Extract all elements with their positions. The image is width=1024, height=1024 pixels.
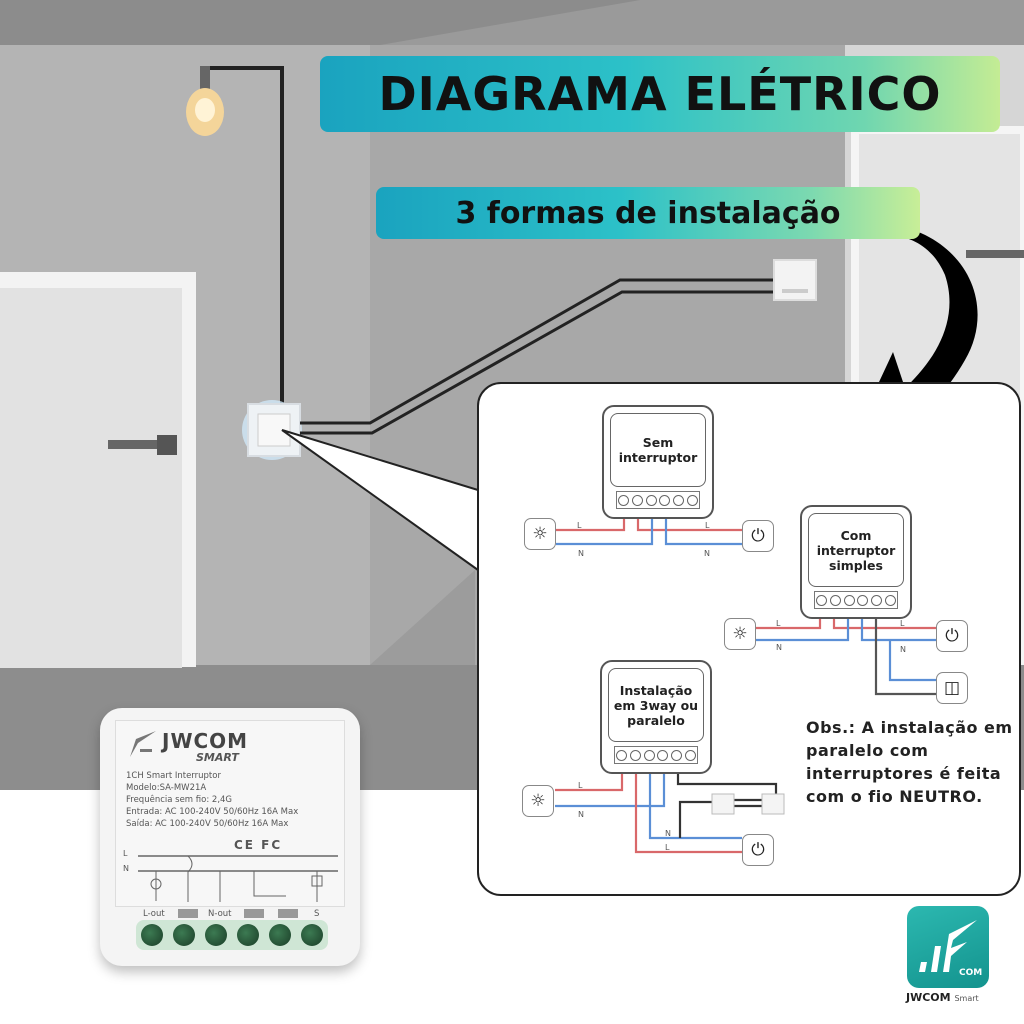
device-spec: Frequência sem fio: 2,4G — [126, 795, 233, 805]
ceiling-right — [380, 0, 1024, 45]
page-title: DIAGRAMA ELÉTRICO — [378, 67, 942, 121]
terminal-screw — [301, 924, 323, 946]
line-label: L — [123, 849, 128, 858]
switch-wire-1 — [300, 278, 775, 425]
logo-brand-sub: Smart — [954, 994, 979, 1003]
module-terminals — [616, 491, 700, 509]
light-bulb-icon — [186, 66, 224, 136]
power-plug-icon: ⏻ — [936, 620, 968, 652]
lamp-wire — [207, 66, 284, 410]
terminal-screw — [173, 924, 195, 946]
switch-wire-2 — [300, 290, 775, 435]
terminal-label: N-out — [208, 909, 232, 919]
logo-mark-icon — [919, 920, 977, 972]
module-title: Com interruptor simples — [808, 513, 904, 587]
logo-mark-text: COM — [959, 968, 983, 978]
device-spec: Saída: AC 100-240V 50/60Hz 16A Max — [126, 819, 289, 829]
module-com-interruptor: Com interruptor simples — [800, 505, 912, 619]
logo-brand: JWCOM — [906, 991, 951, 1004]
terminal-screw — [269, 924, 291, 946]
module-terminals — [614, 746, 698, 764]
left-door-handle-base — [157, 435, 177, 455]
device-spec: Entrada: AC 100-240V 50/60Hz 16A Max — [126, 807, 299, 817]
module-sem-interruptor: Sem interruptor — [602, 405, 714, 519]
brand-logo-icon — [130, 731, 156, 757]
installation-note: Obs.: A instalação em paralelo com inter… — [806, 718, 1013, 806]
subtitle-banner: 3 formas de instalação — [376, 187, 920, 239]
title-banner: DIAGRAMA ELÉTRICO — [320, 56, 1000, 132]
terminal-block — [136, 920, 328, 950]
device-brand-sub: SMART — [196, 751, 239, 764]
terminal-label: S — [314, 909, 320, 919]
power-plug-icon: ⏻ — [742, 520, 774, 552]
left-door — [0, 288, 182, 668]
logo-wordmark: JWCOM Smart — [906, 991, 979, 1004]
line-label: N — [123, 864, 129, 873]
lamp-icon: ☼ — [524, 518, 556, 550]
module-title: Instalação em 3way ou paralelo — [608, 668, 704, 742]
terminal-label: L-out — [143, 909, 165, 919]
power-plug-icon: ⏻ — [742, 834, 774, 866]
left-door-handle — [108, 440, 164, 449]
floor-corner — [370, 570, 475, 665]
terminal-screw — [205, 924, 227, 946]
device-spec: 1CH Smart Interruptor — [126, 771, 221, 781]
wall-switch-right-icon — [773, 259, 817, 301]
terminal-screw — [141, 924, 163, 946]
certification-marks: CE FC — [234, 838, 283, 852]
wall-switch-icon — [242, 400, 302, 460]
wall-switch-icon: ◫ — [936, 672, 968, 704]
terminal-screw — [237, 924, 259, 946]
device-label: JWCOM SMART 1CH Smart Interruptor Modelo… — [115, 720, 345, 919]
module-terminals — [814, 591, 898, 609]
page-subtitle: 3 formas de instalação — [455, 195, 841, 231]
jwcom-logo: COM — [907, 906, 989, 988]
lamp-icon: ☼ — [724, 618, 756, 650]
smart-switch-device: JWCOM SMART 1CH Smart Interruptor Modelo… — [100, 708, 360, 966]
device-circuit-icon — [138, 855, 338, 902]
right-door-handle — [966, 250, 1024, 258]
module-3way: Instalação em 3way ou paralelo — [600, 660, 712, 774]
device-spec: Modelo:SA-MW21A — [126, 783, 207, 793]
lamp-icon: ☼ — [522, 785, 554, 817]
device-brand: JWCOM — [162, 729, 249, 753]
module-title: Sem interruptor — [610, 413, 706, 487]
